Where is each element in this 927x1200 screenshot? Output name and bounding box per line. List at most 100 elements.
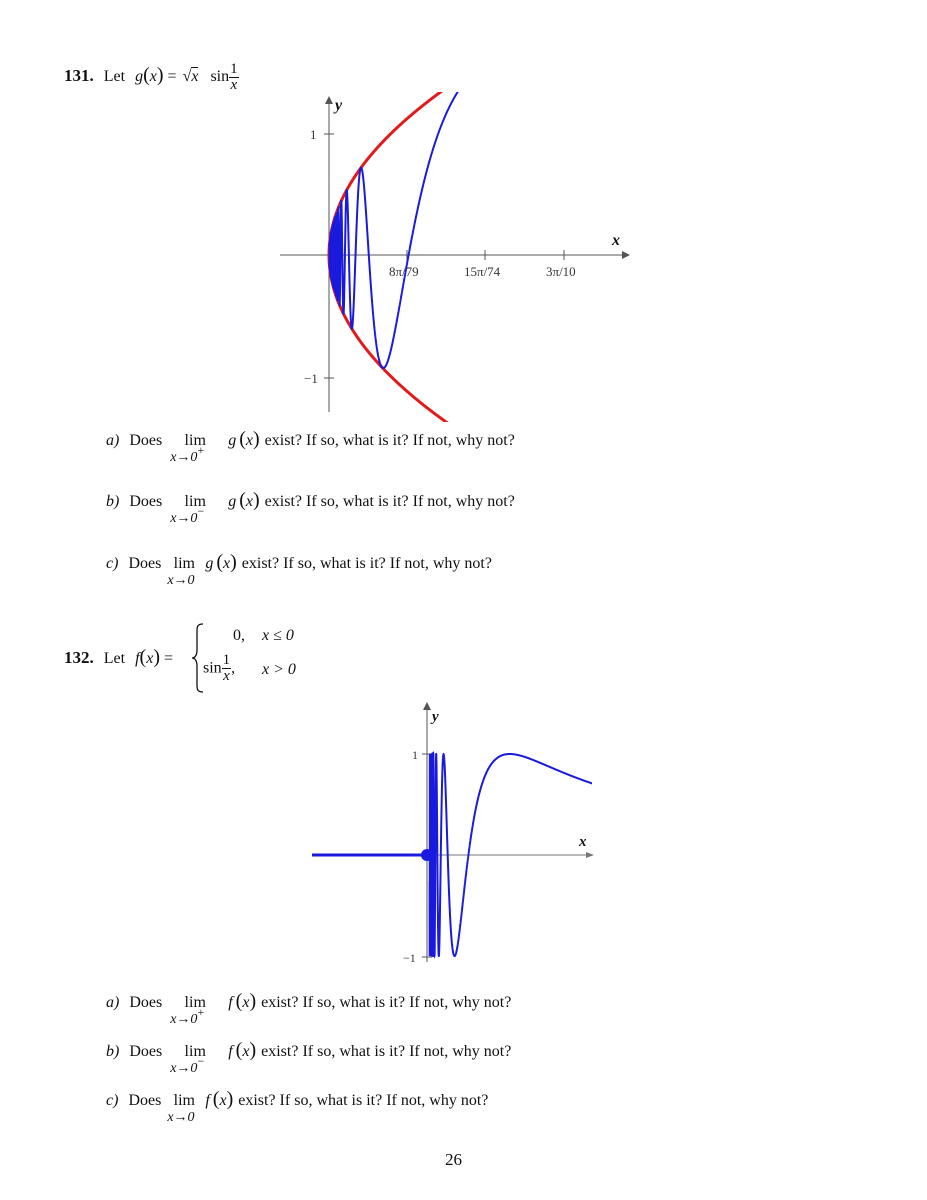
does-word: Does [128,555,162,572]
function-variable: x [245,493,253,510]
question-text: exist? If so, what is it? If not, why no… [238,1092,489,1109]
case-1-value: 0, [233,627,245,644]
lim-word: lim [184,432,206,449]
case-2-numerator: 1 [221,652,232,669]
limit-approach: x→0 [170,1012,198,1027]
limit-subscript: x→0 [167,1110,194,1126]
function-name: f [228,994,233,1011]
limit-approach: x→0 [167,1110,195,1125]
x-tick-label-3: 3π/10 [546,264,576,279]
open-paren: ( [239,489,246,511]
question-label: b) [106,493,120,510]
does-word: Does [129,493,163,510]
x-axis-label: x [578,834,587,850]
sin-word: sin [210,68,230,86]
problem-number: 132. [64,648,94,667]
equals-sign: = [167,68,177,86]
function-name: g [228,432,237,449]
close-paren: ) [249,990,257,1012]
graph-131: 1 −1 8π/79 15π/74 3π/10 y x [280,92,630,422]
fraction-denominator: x [230,77,238,93]
equals-sign: = [163,650,174,667]
close-paren: ) [156,64,164,87]
close-paren: ) [230,551,237,573]
limit-subscript: x→0− [170,504,204,527]
question-label: a) [106,432,120,449]
x-axis-arrow-icon [622,251,630,259]
close-paren: ) [226,1088,234,1110]
case-2-sin: sin [203,659,222,677]
close-paren: ) [249,1039,257,1061]
lim-word: lim [184,493,206,510]
function-name: f [205,1092,210,1109]
problem-132-statement: 132. Let f(x) = [64,646,173,669]
does-word: Does [129,432,163,449]
limit-side: + [197,443,205,457]
function-name: f [135,650,140,667]
y-axis-label: y [333,97,343,114]
question-text: exist? If so, what is it? If not, why no… [264,493,515,510]
sqrt-sign: √ [182,68,192,86]
graph-132: 1 −1 y x [312,702,594,965]
limit-side: − [197,504,205,518]
piecewise-brace-icon [191,623,204,693]
question-label: c) [106,555,119,572]
limit-subscript: x→0+ [170,443,204,466]
question-label: c) [106,1092,119,1109]
question-text: exist? If so, what is it? If not, why no… [264,432,515,449]
y-tick-label-neg: −1 [304,371,318,386]
limit-subscript: x→0 [167,573,194,589]
function-name: g [135,68,144,86]
open-paren: ( [212,1088,220,1110]
function-name: g [228,493,237,510]
limit-side: + [197,1005,205,1019]
y-tick-label-pos: 1 [310,127,317,142]
open-paren: ( [239,428,246,450]
case-2-comma: , [231,659,236,677]
open-paren: ( [139,646,147,668]
fraction-numerator: 1 [229,61,239,78]
close-paren: ) [153,646,160,668]
x-tick-label-2: 15π/74 [464,264,501,279]
lim-word: lim [184,1043,206,1060]
function-variable: x [146,650,154,667]
let-word: Let [103,68,126,86]
sqrt-radicand: x [191,67,199,86]
open-paren: ( [235,1039,243,1061]
let-word: Let [103,650,126,667]
function-variable: x [219,1092,227,1109]
limit-subscript: x→0+ [170,1005,204,1028]
y-axis-arrow-icon [325,96,333,104]
does-word: Does [128,1092,162,1109]
function-variable: x [245,432,253,449]
limit-approach: x→0 [170,450,198,465]
question-text: exist? If so, what is it? If not, why no… [261,994,512,1011]
problem-number: 131. [64,66,94,86]
function-name: g [205,555,214,572]
open-paren: ( [216,551,223,573]
limit-approach: x→0 [170,1061,198,1076]
function-name: f [228,1043,233,1060]
close-paren: ) [253,489,260,511]
case-2-condition: x > 0 [262,661,296,678]
y-tick-label-pos: 1 [412,748,418,762]
lim-word: lim [173,555,195,572]
case-2-denominator: x [223,668,230,684]
limit-subscript: x→0− [170,1054,204,1077]
open-paren: ( [143,64,150,87]
limit-approach: x→0 [170,511,198,526]
function-variable: x [242,1043,250,1060]
